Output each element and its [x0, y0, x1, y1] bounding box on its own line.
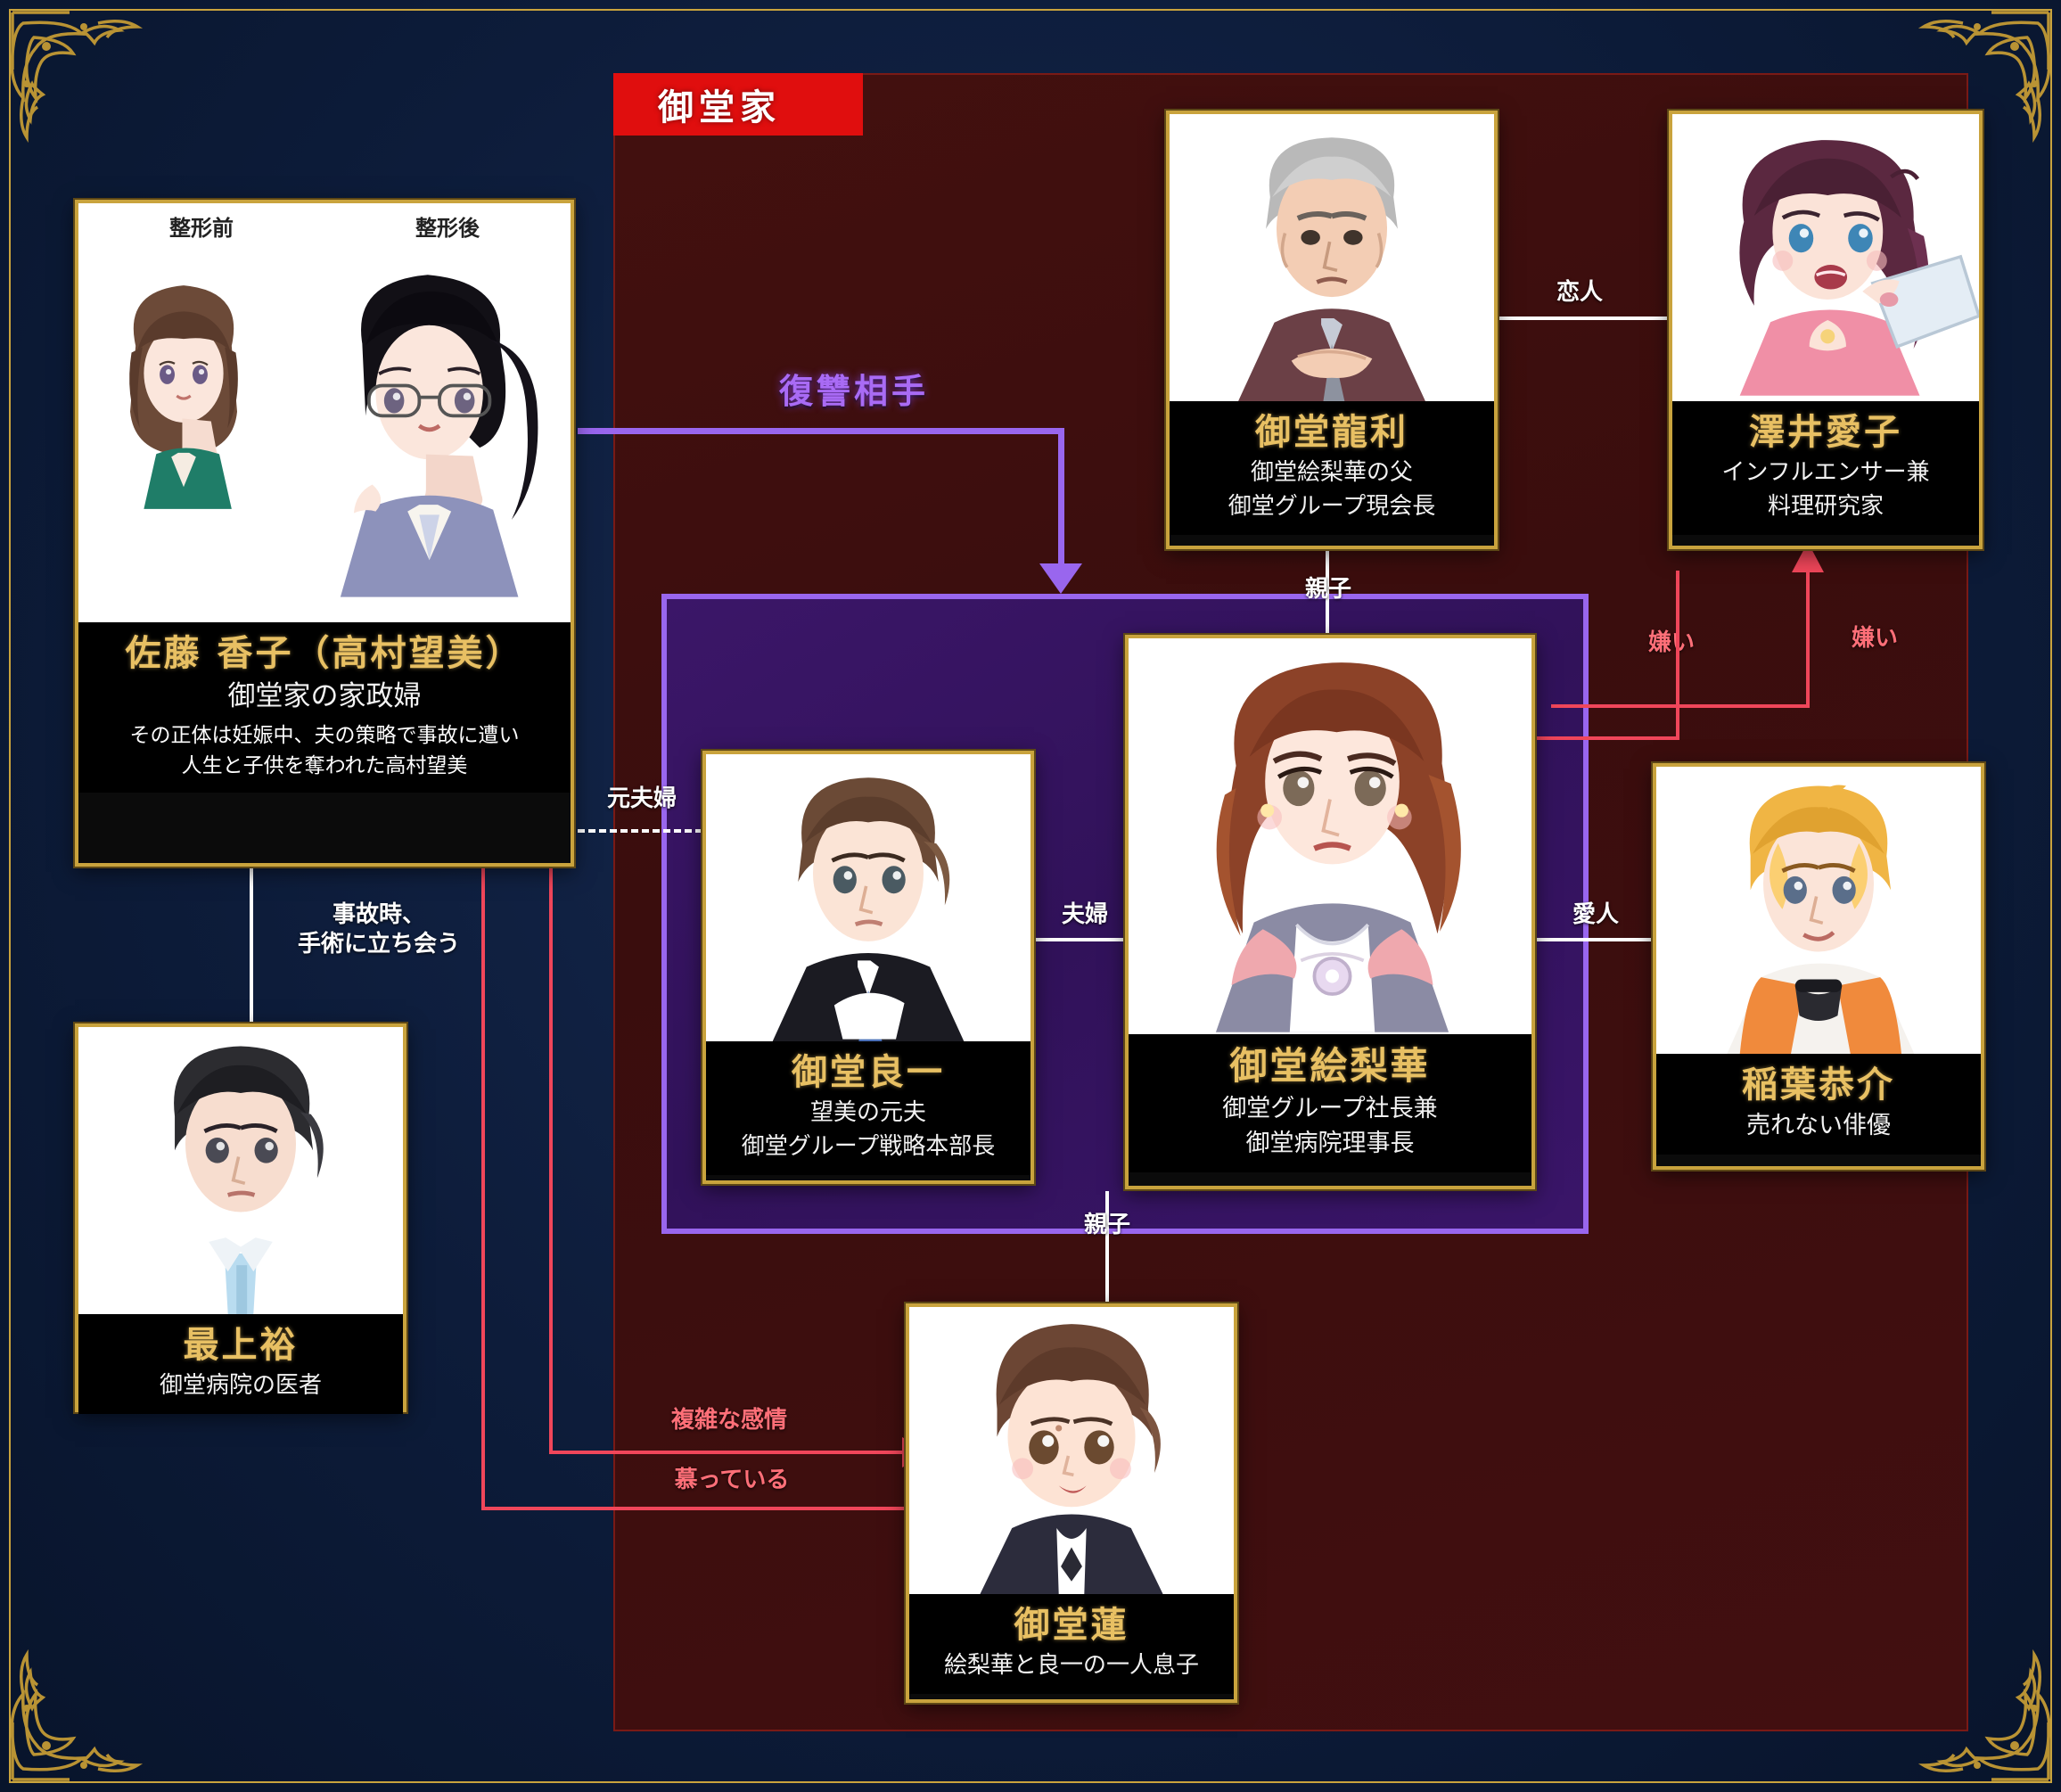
- card-name-aiko: 澤井愛子: [1749, 412, 1902, 453]
- connector-revenge-vertical: [1058, 428, 1064, 571]
- relation-label-accident: 事故時、 手術に立ち会う: [267, 900, 490, 960]
- connector-admires-vertical: [481, 865, 485, 1508]
- portrait-tatsutoshi: [1170, 114, 1494, 401]
- portrait-kyosuke: [1656, 767, 1981, 1054]
- portrait-ren: [909, 1307, 1234, 1594]
- character-card-aiko[interactable]: 澤井愛子 インフルエンサー兼 料理研究家: [1669, 111, 1983, 549]
- relation-label-parent-child-top: 親子: [1304, 576, 1351, 603]
- connector-aiko-to-erika-vertical: [1676, 571, 1679, 740]
- relation-label-ex-couple: 元夫婦: [606, 785, 677, 812]
- connector-erika-to-aiko-horizontal: [1551, 704, 1810, 708]
- character-card-erika[interactable]: 御堂絵梨華 御堂グループ社長兼 御堂病院理事長: [1125, 635, 1535, 1189]
- avatar-kyoko-after: [340, 275, 538, 597]
- card-role-tatsutoshi-line1: 御堂絵梨華の父: [1250, 459, 1413, 486]
- relation-label-couple: 夫婦: [1061, 901, 1108, 928]
- character-card-ren[interactable]: 御堂蓮 絵梨華と良一の一人息子: [906, 1303, 1237, 1703]
- card-role-aiko-line2: 料理研究家: [1767, 493, 1884, 521]
- caption-kyosuke: 稲葉恭介 売れない俳優: [1656, 1054, 1981, 1155]
- avatar-ren: [980, 1324, 1163, 1594]
- character-card-kyosuke[interactable]: 稲葉恭介 売れない俳優: [1653, 763, 1984, 1170]
- card-role-kyosuke-line1: 売れない俳優: [1746, 1112, 1891, 1139]
- ornament-corner-bottom-left: [7, 1615, 177, 1785]
- card-role-erika-line1: 御堂グループ社長兼: [1222, 1094, 1438, 1122]
- card-name-erika: 御堂絵梨華: [1229, 1044, 1431, 1088]
- card-role-aiko-line1: インフルエンサー兼: [1721, 459, 1930, 486]
- connector-mistress-line: [1536, 938, 1652, 941]
- avatar-aiko: [1739, 140, 1979, 396]
- caption-ren: 御堂蓮 絵梨華と良一の一人息子: [909, 1594, 1234, 1695]
- relation-label-accident-line2: 手術に立ち会う: [297, 931, 460, 958]
- avatar-ryoichi: [772, 777, 965, 1041]
- ornament-corner-top-left: [7, 7, 177, 177]
- connector-complex-feelings-vertical: [549, 865, 553, 1453]
- card-role-ren-line1: 絵梨華と良一の一人息子: [943, 1652, 1199, 1679]
- card-desc-kyoko-line1: その正体は妊娠中、夫の策略で事故に遭い: [129, 723, 520, 747]
- card-name-kyoko: 佐藤 香子（高村望美）: [125, 633, 524, 674]
- character-card-ryoichi[interactable]: 御堂良一 望美の元夫 御堂グループ戦略本部長: [702, 751, 1034, 1184]
- relation-label-lovers: 恋人: [1556, 279, 1603, 306]
- relation-label-revenge-target: 復讐相手: [778, 372, 929, 411]
- caption-ryoichi: 御堂良一 望美の元夫 御堂グループ戦略本部長: [706, 1041, 1030, 1176]
- connector-lovers-line: [1490, 316, 1669, 320]
- relation-label-accident-line1: 事故時、: [332, 901, 425, 928]
- avatar-yutaka: [144, 1046, 337, 1314]
- label-after-surgery: 整形後: [415, 216, 480, 241]
- card-role-tatsutoshi-line2: 御堂グループ現会長: [1228, 493, 1436, 521]
- portrait-yutaka: [78, 1027, 403, 1314]
- connector-complex-feelings-horizontal: [549, 1451, 906, 1454]
- connector-erika-to-aiko-vertical: [1806, 571, 1810, 706]
- character-card-tatsutoshi[interactable]: 御堂龍利 御堂絵梨華の父 御堂グループ現会長: [1166, 111, 1498, 549]
- card-desc-kyoko-line2: 人生と子供を奪われた高村望美: [181, 754, 468, 778]
- relation-label-complex-feelings: 複雑な感情: [670, 1407, 787, 1434]
- connector-accident-line: [250, 865, 253, 1023]
- caption-aiko: 澤井愛子 インフルエンサー兼 料理研究家: [1672, 401, 1979, 536]
- house-group-badge: 御堂家: [613, 73, 863, 136]
- connector-admires-horizontal: [481, 1507, 906, 1510]
- connector-parent-child-top-line: [1326, 549, 1329, 647]
- caption-yutaka: 最上裕 御堂病院の医者: [78, 1314, 403, 1415]
- caption-erika: 御堂絵梨華 御堂グループ社長兼 御堂病院理事長: [1129, 1034, 1531, 1173]
- card-name-kyosuke: 稲葉恭介: [1742, 1065, 1895, 1106]
- relation-label-mistress: 愛人: [1572, 901, 1619, 928]
- card-name-tatsutoshi: 御堂龍利: [1255, 412, 1408, 453]
- relation-label-parent-child-bottom: 親子: [1083, 1212, 1130, 1238]
- card-role-ryoichi-line2: 御堂グループ戦略本部長: [741, 1133, 996, 1161]
- avatar-erika: [1215, 662, 1461, 1032]
- connector-aiko-to-erika-horizontal: [1535, 736, 1679, 740]
- connector-couple-line: [1034, 938, 1132, 941]
- card-name-yutaka: 最上裕: [183, 1325, 299, 1366]
- card-role-erika-line2: 御堂病院理事長: [1245, 1129, 1415, 1157]
- relation-label-dislike-left: 嫌い: [1647, 629, 1695, 656]
- card-name-ryoichi: 御堂良一: [792, 1052, 945, 1093]
- label-before-surgery: 整形前: [169, 216, 234, 241]
- caption-kyoko: 佐藤 香子（高村望美） 御堂家の家政婦 その正体は妊娠中、夫の策略で事故に遭い …: [78, 622, 571, 793]
- card-name-ren: 御堂蓮: [1014, 1605, 1129, 1646]
- connector-revenge-horizontal: [578, 428, 1064, 434]
- connector-parent-child-bottom-line: [1105, 1191, 1109, 1305]
- card-role-ryoichi-line1: 望美の元夫: [809, 1099, 926, 1126]
- caption-tatsutoshi: 御堂龍利 御堂絵梨華の父 御堂グループ現会長: [1170, 401, 1494, 536]
- portrait-kyoko: 整形前 整形後: [78, 203, 571, 622]
- portrait-sublabels-kyoko: 整形前 整形後: [78, 210, 571, 242]
- portrait-ryoichi: [706, 754, 1030, 1041]
- relation-label-admires: 慕っている: [674, 1467, 790, 1493]
- avatar-kyosuke: [1727, 785, 1915, 1054]
- card-role-kyoko: 御堂家の家政婦: [227, 680, 422, 712]
- relation-label-dislike-right: 嫌い: [1851, 625, 1898, 652]
- connector-ex-couple-dashed: [578, 829, 702, 833]
- portrait-erika: [1129, 638, 1531, 1034]
- connector-revenge-arrowhead: [1039, 563, 1082, 594]
- house-group-badge-label: 御堂家: [658, 87, 781, 128]
- avatar-kyoko-before: [129, 285, 238, 509]
- avatar-tatsutoshi: [1238, 137, 1425, 401]
- card-role-yutaka-line1: 御堂病院の医者: [159, 1372, 322, 1399]
- portrait-aiko: [1672, 114, 1979, 401]
- character-card-kyoko[interactable]: 整形前 整形後: [75, 200, 574, 867]
- character-card-yutaka[interactable]: 最上裕 御堂病院の医者: [75, 1023, 406, 1415]
